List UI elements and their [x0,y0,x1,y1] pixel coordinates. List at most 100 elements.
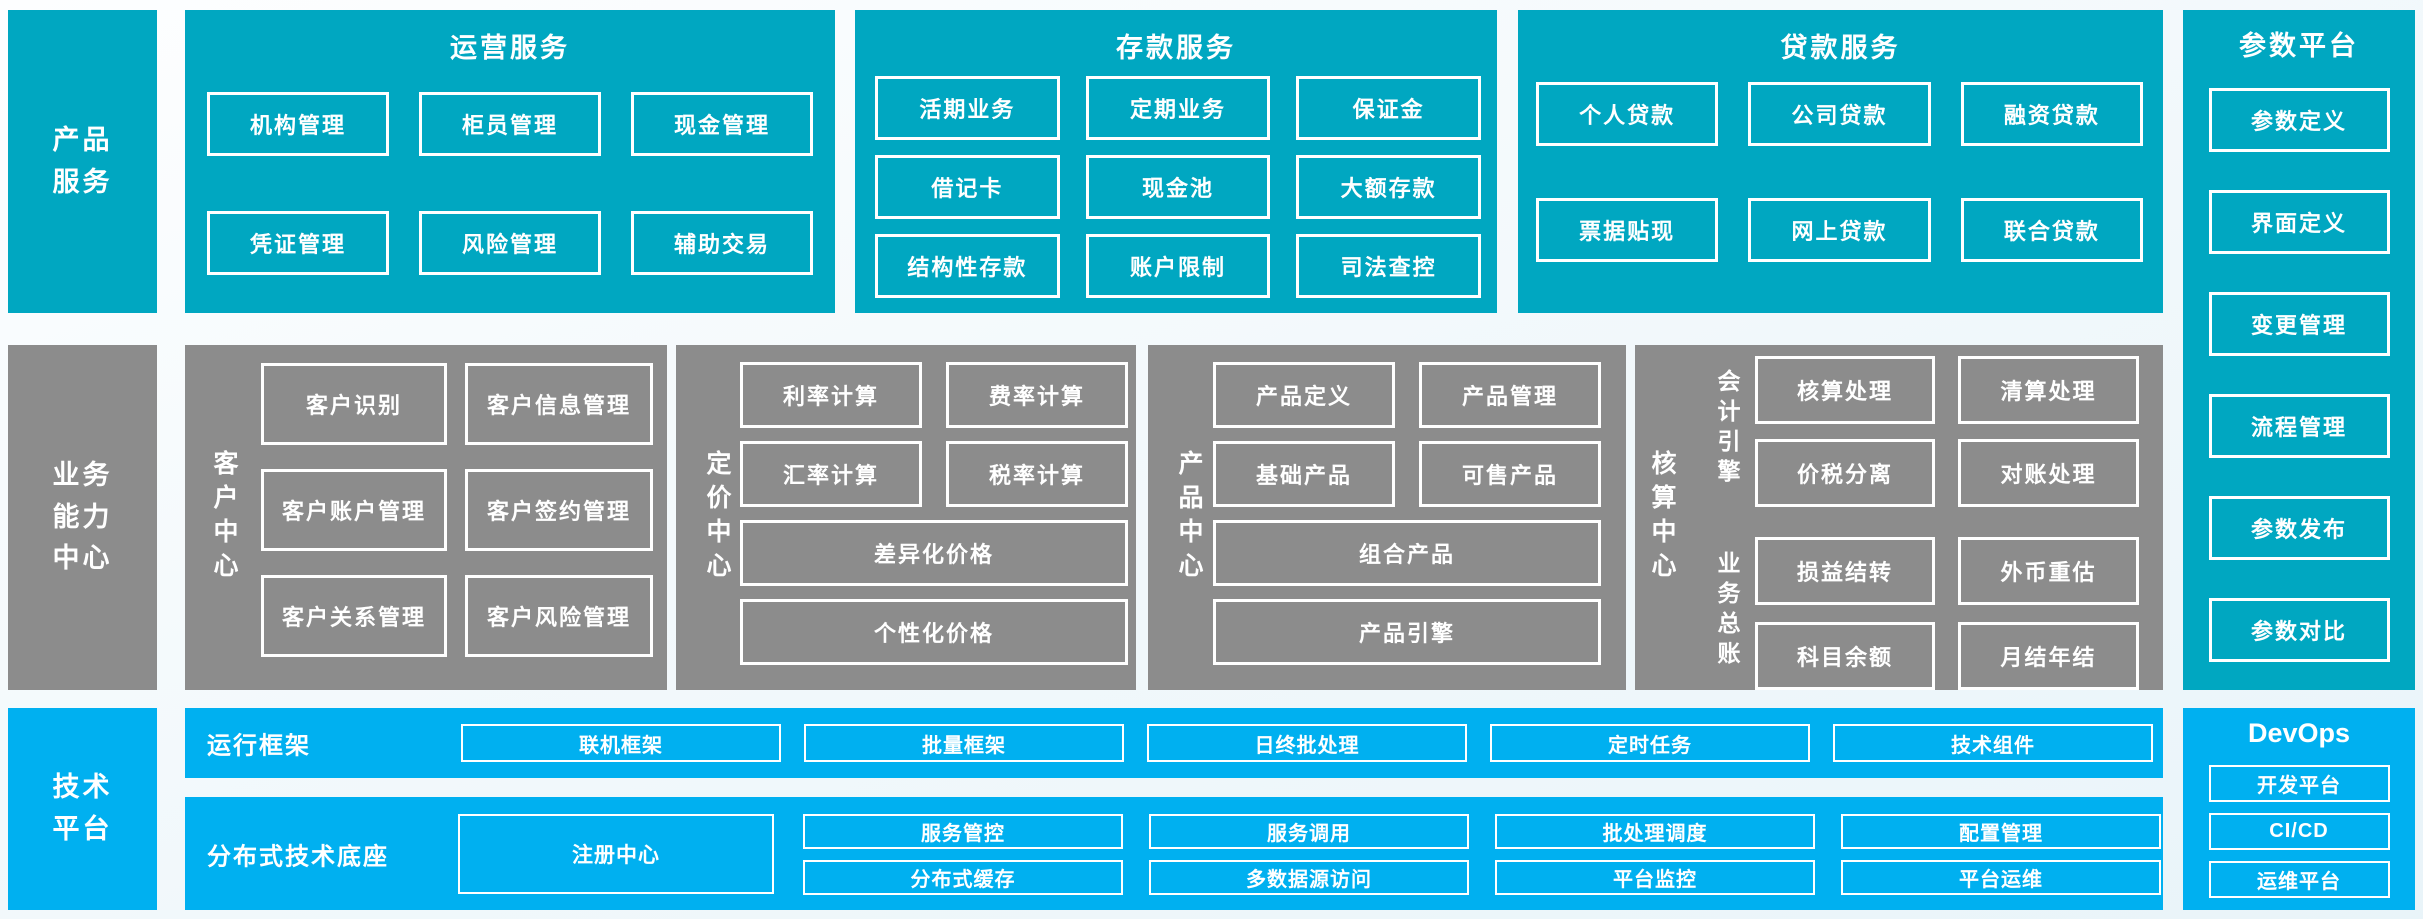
capability-box: 个性化价格 [740,599,1128,665]
service-box: 流程管理 [2208,394,2390,458]
params-list: 参数定义 界面定义 变更管理 流程管理 参数发布 参数对比 [2183,88,2415,662]
capability-box: 利率计算 [740,362,922,428]
devops-title: DevOps [2247,718,2351,748]
service-box: 变更管理 [2208,292,2390,356]
accounting-engine-label: 会计引擎 [1714,369,1740,489]
platform-box: 配置管理 [1841,814,2161,849]
capability-box: 基础产品 [1213,441,1395,507]
service-box: 账户限制 [1085,234,1271,298]
capability-box: 客户识别 [261,363,447,445]
capability-box: 核算处理 [1755,356,1935,424]
capability-box: 差异化价格 [740,520,1128,586]
section-product-center: 产品中心 产品定义 产品管理 基础产品 可售产品 组合产品 产品引擎 [1148,345,1626,690]
runtime-boxes: 联机框架 批量框架 日终批处理 定时任务 技术组件 [461,724,2153,762]
loans-title: 贷款服务 [1780,33,1901,63]
capability-box: 客户关系管理 [261,575,447,657]
product-grid: 产品定义 产品管理 基础产品 可售产品 组合产品 产品引擎 [1213,362,1601,665]
capability-box: 清算处理 [1958,356,2139,424]
platform-box: 技术组件 [1833,724,2153,762]
capability-box: 组合产品 [1213,520,1601,586]
capability-box: 汇率计算 [740,441,922,507]
service-box: 参数对比 [2208,598,2390,662]
service-box: 风险管理 [419,211,601,275]
service-box: 机构管理 [207,92,389,156]
rail-product-services-label: 产品 服务 [52,124,113,197]
deposits-title: 存款服务 [1116,33,1236,63]
runtime-framework-label: 运行框架 [207,732,311,760]
strip-runtime-framework: 运行框架 联机框架 批量框架 日终批处理 定时任务 技术组件 [185,708,2163,778]
distributed-column: 服务调用 多数据源访问 [1149,814,1469,895]
accounting-engine-grid: 核算处理 清算处理 价税分离 对账处理 [1755,356,2139,507]
service-box: 司法查控 [1296,234,1481,298]
platform-box: 批量框架 [804,724,1124,762]
operations-title: 运营服务 [450,33,570,63]
section-accounting-center: 核算中心 会计引擎 核算处理 清算处理 价税分离 对账处理 业务总账 损益结转 … [1635,345,2163,690]
service-box: 个人贷款 [1536,82,1719,146]
deposits-grid: 活期业务 定期业务 保证金 借记卡 现金池 大额存款 结构性存款 账户限制 司法… [875,76,1481,298]
service-box: 大额存款 [1296,155,1481,219]
service-box: 活期业务 [875,76,1060,140]
platform-box: 开发平台 [2208,765,2390,802]
business-ledger-grid: 损益结转 外币重估 科目余额 月结年结 [1755,537,2139,690]
capability-box: 客户签约管理 [465,469,653,551]
capability-box: 外币重估 [1958,537,2139,605]
customer-grid: 客户识别 客户信息管理 客户账户管理 客户签约管理 客户关系管理 客户风险管理 [261,363,653,657]
platform-box: 分布式缓存 [803,860,1123,895]
business-ledger-label: 业务总账 [1714,551,1740,671]
section-devops: DevOps 开发平台 CI/CD 运维平台 [2183,708,2415,910]
capability-box: 客户信息管理 [465,363,653,445]
section-operations-services: 运营服务 机构管理 柜员管理 现金管理 凭证管理 风险管理 辅助交易 [185,10,835,313]
service-box: 结构性存款 [875,234,1060,298]
rail-business-capability-label: 业务 能力 中心 [52,459,113,574]
service-box: 辅助交易 [631,211,813,275]
service-box: 现金池 [1085,155,1271,219]
capability-box: 产品管理 [1419,362,1601,428]
service-box: 参数定义 [2208,88,2390,152]
devops-list: 开发平台 CI/CD 运维平台 [2183,765,2415,898]
capability-box: 客户风险管理 [465,575,653,657]
platform-box: 服务管控 [803,814,1123,849]
service-box: 联合贷款 [1960,198,2143,262]
platform-box: 运维平台 [2208,861,2390,898]
platform-box: 批处理调度 [1495,814,1815,849]
service-box: 保证金 [1296,76,1481,140]
capability-box: 价税分离 [1755,439,1935,507]
params-title: 参数平台 [2239,31,2359,61]
product-center-label: 产品中心 [1175,449,1203,586]
capability-box: 税率计算 [946,441,1128,507]
pricing-grid: 利率计算 费率计算 汇率计算 税率计算 差异化价格 个性化价格 [740,362,1128,665]
platform-box: 平台监控 [1495,860,1815,895]
rail-technology-platform-label: 技术 平台 [52,772,113,844]
service-box: 凭证管理 [207,211,389,275]
service-box: 网上贷款 [1748,198,1931,262]
capability-box: 科目余额 [1755,622,1935,690]
capability-box: 损益结转 [1755,537,1935,605]
rail-business-capability-center: 业务 能力 中心 [8,345,157,690]
distributed-column: 配置管理 平台运维 [1841,814,2161,895]
service-box: 借记卡 [875,155,1060,219]
accounting-center-label: 核算中心 [1648,449,1676,586]
distributed-columns: 服务管控 分布式缓存 服务调用 多数据源访问 批处理调度 平台监控 配置管理 平… [803,814,2161,895]
service-box: 公司贷款 [1748,82,1931,146]
service-box: 票据贴现 [1536,198,1719,262]
distributed-column: 批处理调度 平台监控 [1495,814,1815,895]
strip-distributed-base: 分布式技术底座 注册中心 服务管控 分布式缓存 服务调用 多数据源访问 批处理调… [185,797,2163,910]
platform-box: 服务调用 [1149,814,1469,849]
capability-box: 费率计算 [946,362,1128,428]
service-box: 现金管理 [631,92,813,156]
platform-box: 联机框架 [461,724,781,762]
section-parameter-platform: 参数平台 参数定义 界面定义 变更管理 流程管理 参数发布 参数对比 [2183,10,2415,690]
service-box: 定期业务 [1085,76,1271,140]
section-pricing-center: 定价中心 利率计算 费率计算 汇率计算 税率计算 差异化价格 个性化价格 [676,345,1136,690]
service-box: 界面定义 [2208,190,2390,254]
capability-box: 产品定义 [1213,362,1395,428]
section-deposit-services: 存款服务 活期业务 定期业务 保证金 借记卡 现金池 大额存款 结构性存款 账户… [855,10,1497,313]
service-box: 融资贷款 [1960,82,2143,146]
rail-technology-platform: 技术 平台 [8,708,157,910]
rail-product-services: 产品 服务 [8,10,157,313]
capability-box: 月结年结 [1958,622,2139,690]
platform-box: 平台运维 [1841,860,2161,895]
section-customer-center: 客户中心 客户识别 客户信息管理 客户账户管理 客户签约管理 客户关系管理 客户… [185,345,667,690]
capability-box: 产品引擎 [1213,599,1601,665]
